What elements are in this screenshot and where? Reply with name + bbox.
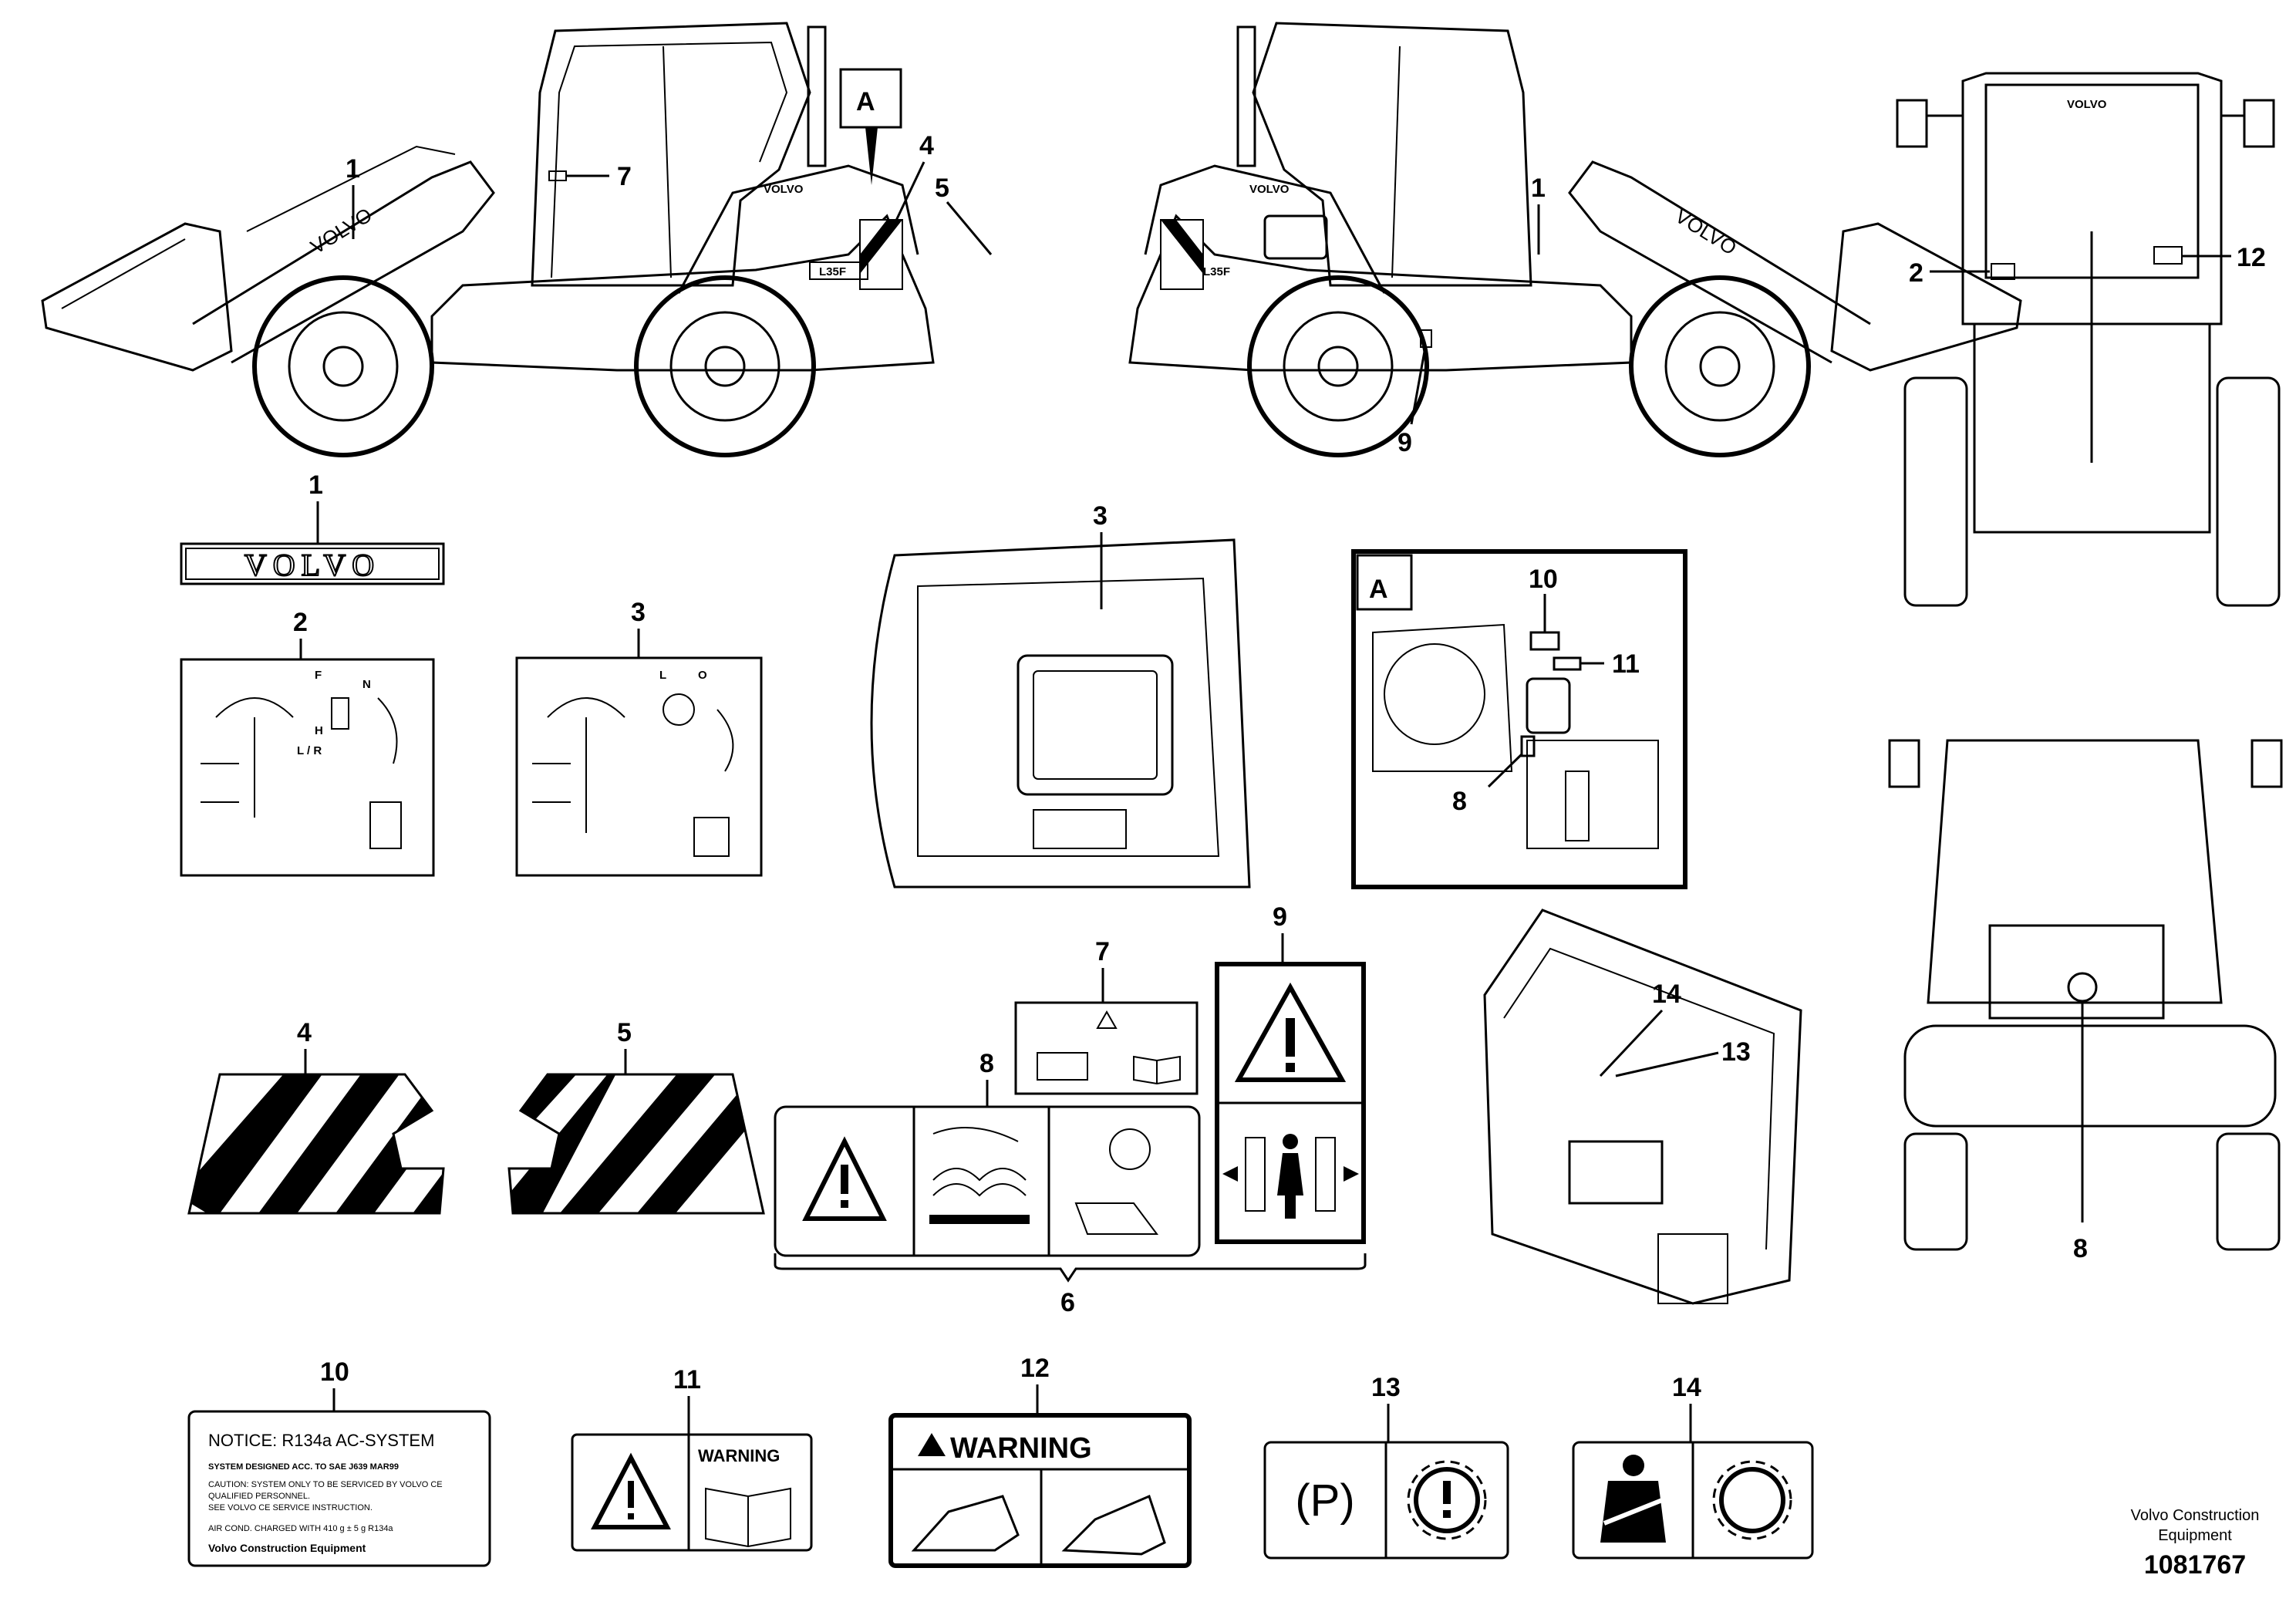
callout-11-decal: 11 [673,1365,701,1394]
loader-side-view-left: VOLVO VOLVO L35F 7 [41,22,935,457]
decal-10-line5: AIR COND. CHARGED WITH 410 g ± 5 g R134a [208,1524,393,1533]
decal-10-line2: CAUTION: SYSTEM ONLY TO BE SERVICED BY V… [208,1480,443,1489]
callout-1-right: 1 [1531,174,1546,203]
callout-1-decal: 1 [308,470,323,500]
lever-label-f: F [315,669,322,682]
decal-11-warning-manual: 11 WARNING [571,1365,813,1552]
callout-8-detail: 8 [1452,787,1467,816]
callout-4-decal: 4 [297,1018,312,1047]
callout-5-side: 5 [935,174,949,203]
decal-5-stripes: 5 [507,1018,765,1215]
cab-top-view: 3 [870,501,1251,889]
model-badge-left: L35F [819,265,846,278]
callout-9-side: 9 [1397,428,1412,457]
decal-3-lever-instructions: 3 L O [515,598,763,877]
footer-company-line1: Volvo Construction [2131,1507,2260,1524]
detail-a-label: A [1369,575,1388,604]
callout-9-decal: 9 [1273,902,1287,932]
volvo-logo-text: VOLVO [244,548,380,582]
decal-10-ac-notice: 10 NOTICE: R134a AC-SYSTEM SYSTEM DESIGN… [187,1357,491,1567]
callout-10-decal: 10 [320,1357,349,1387]
decal-10-title: NOTICE: R134a AC-SYSTEM [208,1431,434,1450]
callout-4-side: 4 [919,131,934,160]
model-badge-right: L35F [1203,265,1230,278]
front-wheel-right [1629,275,1811,457]
decal-13-parking-brake: 13 (P) [1263,1373,1509,1560]
front-wheel-left [252,275,434,457]
rear-hazard-stripe-right [1160,219,1204,290]
boom-logo-text: VOLVO [306,203,376,258]
callout-12-rear: 12 [2237,243,2266,272]
footer-doc-number: 1081767 [2144,1550,2246,1580]
lever-label-l: L [659,669,666,682]
callout-8-decal: 8 [979,1049,994,1078]
hood-logo-text: VOLVO [764,183,804,196]
callout-5-decal: 5 [617,1018,632,1047]
document-footer: Volvo Construction Equipment 1081767 [2131,1507,2260,1580]
callout-13-cab: 13 [1721,1037,1751,1067]
decal-12-warning-text: WARNING [950,1432,1092,1465]
lever-label-n: N [362,678,371,691]
loader-rear-view: VOLVO 2 12 [1896,72,2281,607]
callout-7-decal: 7 [1095,937,1110,966]
callout-10-detail: 10 [1529,565,1558,594]
loader-side-view-right: VOLVO VOLVO L35F 1 5 [935,22,2022,457]
decal-4-stripes: 4 [187,1018,445,1215]
lever-label-lr: L / R [297,744,322,757]
footer-company-line2: Equipment [2158,1527,2232,1544]
decal-10-line1: SYSTEM DESIGNED ACC. TO SAE J639 MAR99 [208,1462,399,1472]
callout-13-decal: 13 [1371,1373,1401,1402]
decal-2-lever-instructions: 2 F N H L / R [180,608,435,877]
callout-14-decal: 14 [1672,1373,1701,1402]
callout-7-side: 7 [617,162,632,191]
loader-front-view: 8 [1888,739,2283,1263]
detail-a-box: A 10 11 8 [1351,549,1687,889]
callout-3-decal: 3 [631,598,646,627]
decal-1-volvo-logo: 1 VOLVO [180,470,445,585]
callout-3-topview: 3 [1093,501,1108,531]
decal-8-hot-surface: 8 [774,1049,1201,1257]
callout-8-front: 8 [2073,1234,2088,1263]
detail-a-marker-text: A [856,87,875,116]
decal-11-warning-text: WARNING [698,1446,780,1465]
decal-10-line3: QUALIFIED PERSONNEL. [208,1492,310,1501]
boom-logo-text-right: VOLVO [1671,204,1741,260]
callout-2-rear: 2 [1909,258,1923,288]
decal-13-p-symbol: (P) [1295,1475,1354,1526]
lever-label-h: H [315,724,323,737]
rear-wheel-right [1247,275,1429,457]
decal-10-line4: SEE VOLVO CE SERVICE INSTRUCTION. [208,1503,373,1512]
callout-12-decal: 12 [1020,1354,1050,1383]
decal-12-warning-loader: 12 WARNING [888,1354,1192,1568]
hood-logo-text-right: VOLVO [1249,183,1290,196]
rear-wheel-left [634,275,816,457]
callout-11-detail: 11 [1612,649,1640,679]
decal-7-battery: 7 [1014,937,1199,1095]
model-badge-box [809,261,868,280]
decal-10-brand: Volvo Construction Equipment [208,1542,366,1554]
cab-interior-view: 14 13 [1483,909,1802,1305]
decal-9-crush-warning: 9 [1215,902,1366,1244]
callout-6-decal: 6 [1060,1288,1075,1317]
callout-14-cab: 14 [1652,980,1681,1009]
lever-label-o: O [698,669,707,682]
callout-1-left: 1 [346,154,360,184]
callout-6-bracket: 6 [774,1253,1367,1317]
rear-logo-text: VOLVO [2067,98,2107,111]
callout-2-decal: 2 [293,608,308,637]
decal-14-seatbelt: 14 [1572,1373,1814,1560]
